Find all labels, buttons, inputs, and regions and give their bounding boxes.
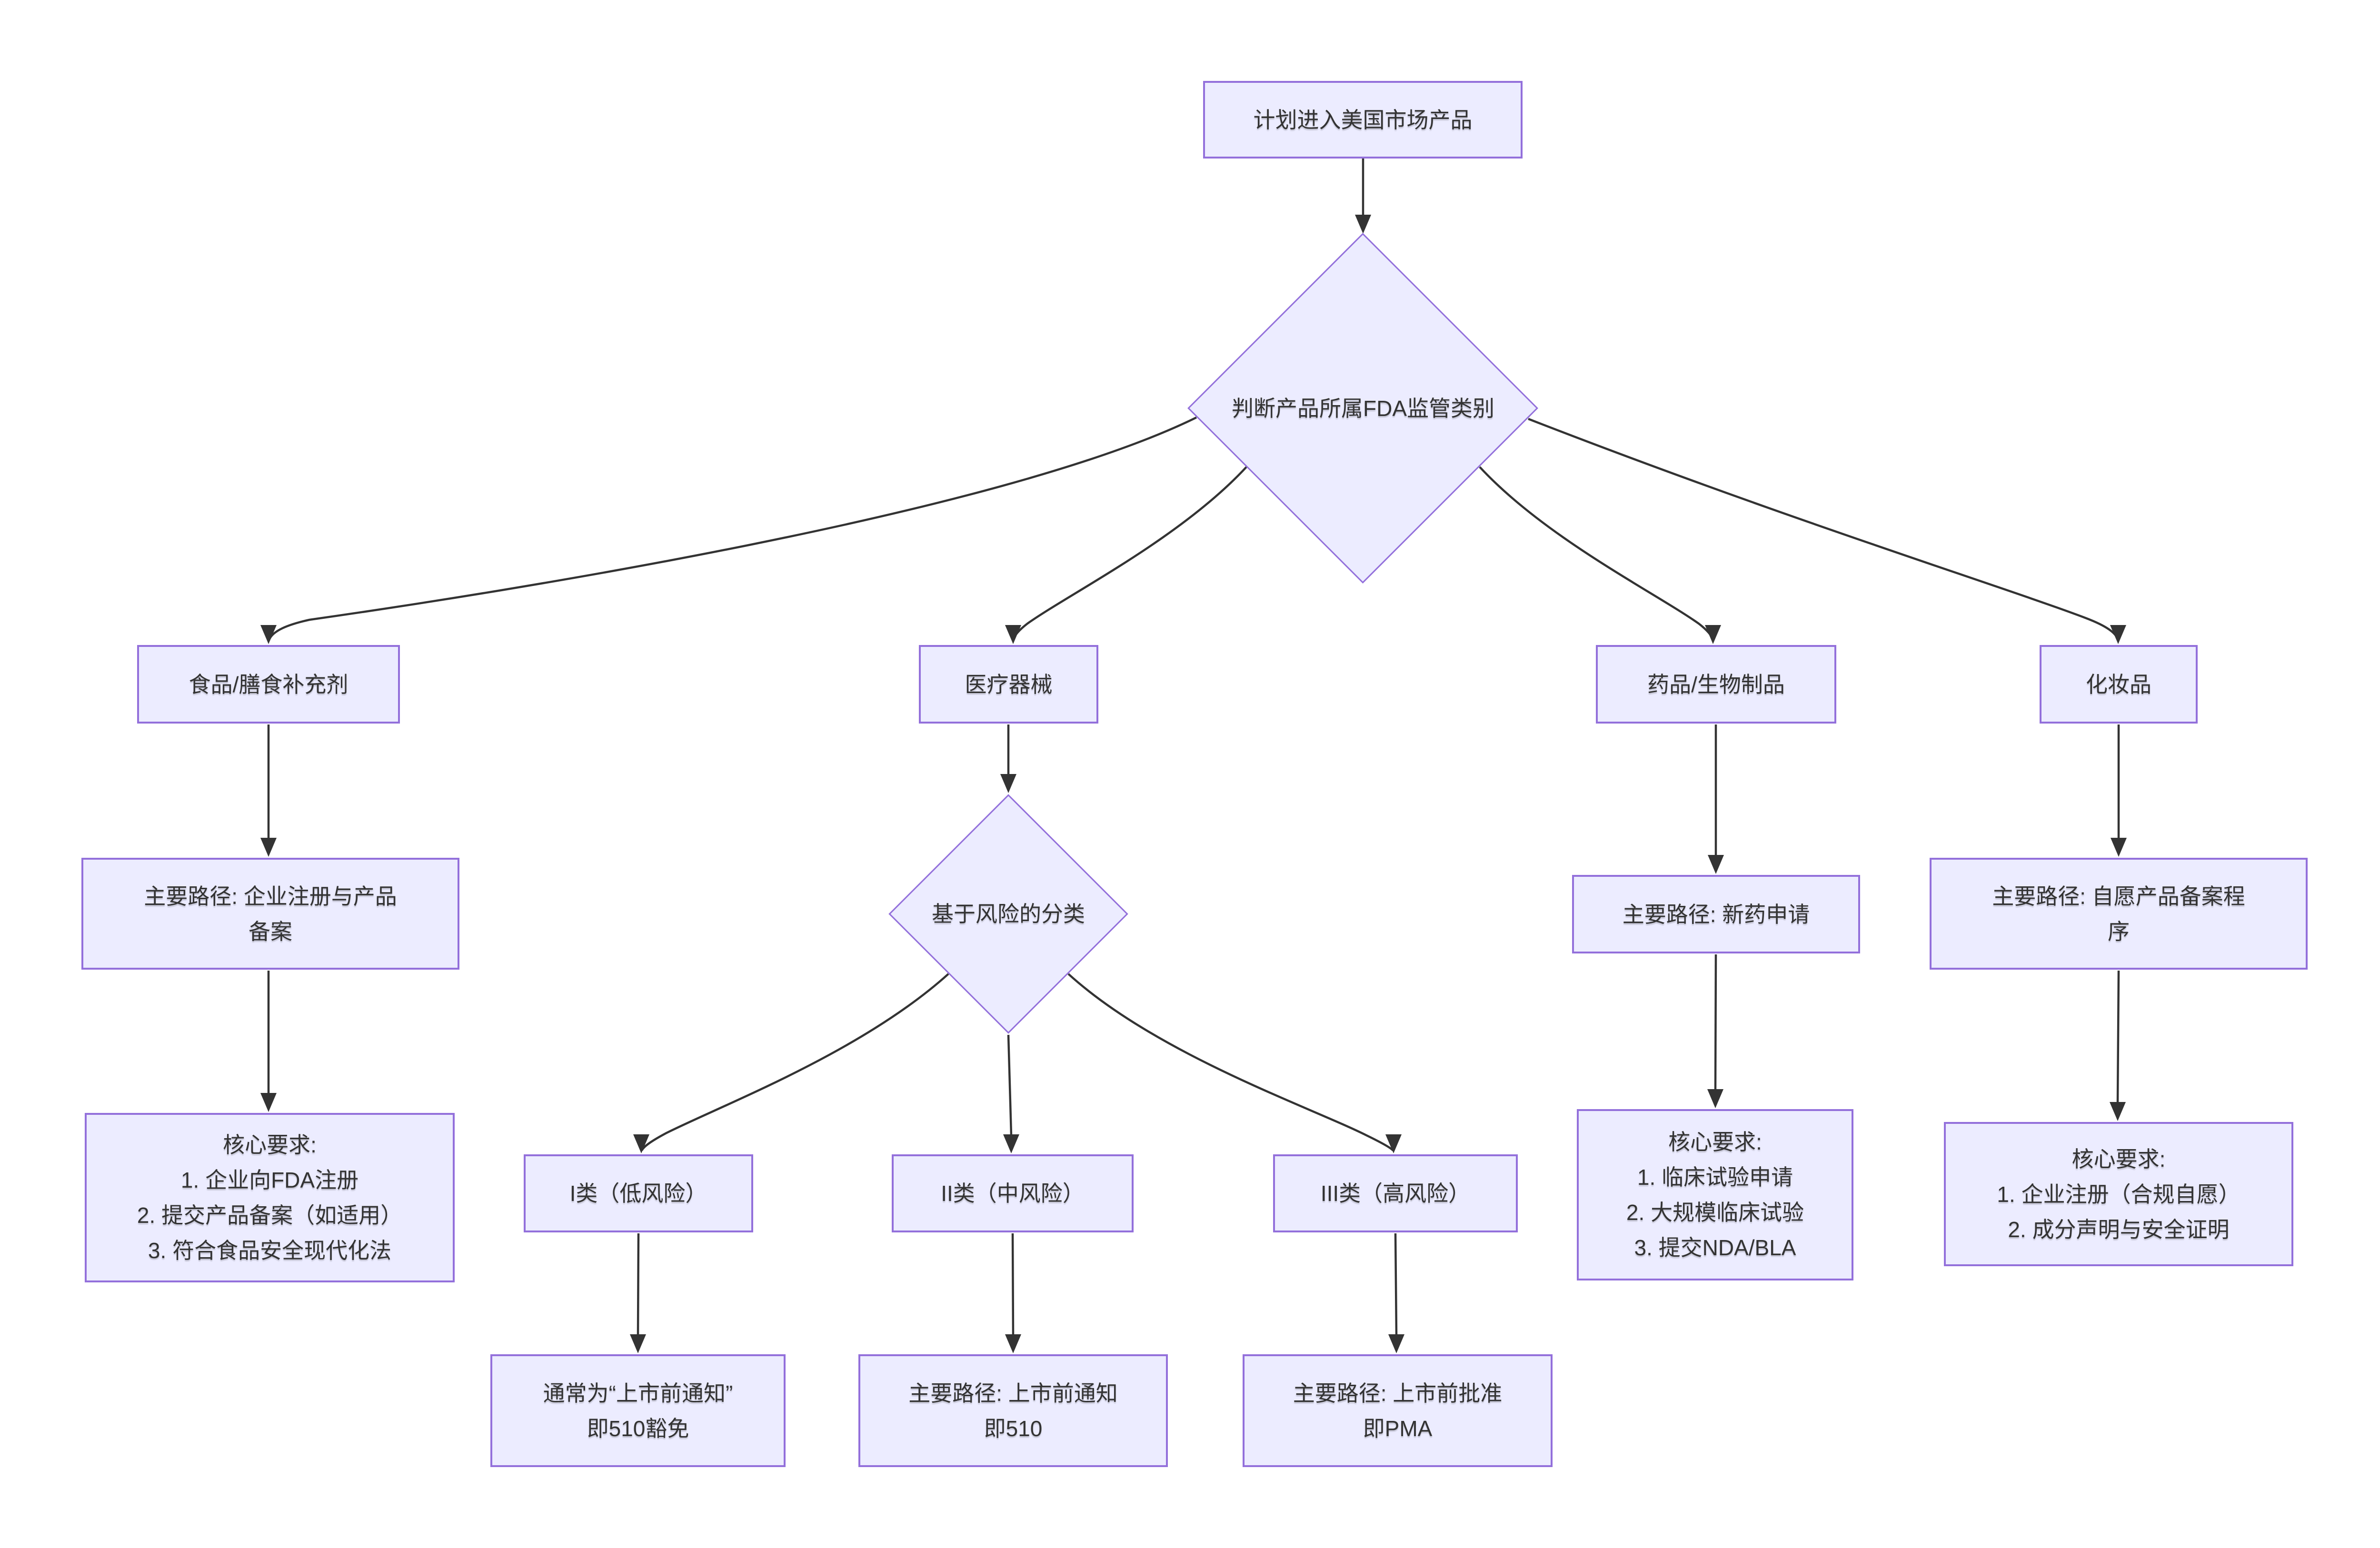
node-class3: III类（高风险） — [1273, 1154, 1518, 1232]
node-class1-label: I类（低风险） — [569, 1181, 707, 1206]
decision-category-label: 判断产品所属FDA监管类别 — [1232, 396, 1494, 421]
node-cosmetic-requirements: 核心要求: 1. 企业注册（合规自愿） 2. 成分声明与安全证明 — [1944, 1122, 2293, 1266]
arrowhead — [1003, 1134, 1019, 1153]
node-food-label: 食品/膳食补充剂 — [189, 672, 349, 697]
node-class2: II类（中风险） — [892, 1154, 1134, 1232]
node-drug-path-label: 主要路径: 新药申请 — [1622, 902, 1810, 927]
arrowhead — [1355, 215, 1371, 234]
arrowhead — [260, 625, 277, 644]
node-start-label: 计划进入美国市场产品 — [1253, 107, 1473, 132]
arrowhead — [260, 838, 277, 857]
arrowhead — [633, 1134, 649, 1153]
node-device-label: 医疗器械 — [965, 672, 1053, 697]
node-drug-requirements: 核心要求: 1. 临床试验申请 2. 大规模临床试验 3. 提交NDA/BLA — [1577, 1109, 1853, 1280]
arrowhead — [2110, 1102, 2126, 1121]
node-class1-result-label: 通常为“上市前通知” 即510豁免 — [543, 1380, 733, 1441]
arrowhead — [1388, 1334, 1404, 1353]
node-class1: I类（低风险） — [524, 1154, 753, 1232]
node-cosmetic-label: 化妆品 — [2086, 672, 2151, 697]
node-food-requirements-label: 核心要求: 1. 企业向FDA注册 2. 提交产品备案（如适用） 3. 符合食品… — [137, 1132, 403, 1263]
arrowhead — [1708, 855, 1724, 874]
node-class2-label: II类（中风险） — [941, 1181, 1085, 1206]
arrowhead — [1385, 1134, 1402, 1153]
arrowhead — [1005, 1334, 1021, 1353]
risk-decision-label: 基于风险的分类 — [932, 902, 1085, 926]
node-class3-result: 主要路径: 上市前批准 即PMA — [1243, 1354, 1553, 1467]
arrowhead — [630, 1334, 646, 1353]
edge-drugpath-req — [1714, 954, 1717, 1091]
arrowhead — [260, 1093, 277, 1112]
node-device: 医疗器械 — [919, 645, 1098, 724]
node-start: 计划进入美国市场产品 — [1203, 81, 1523, 159]
node-drug-requirements-label: 核心要求: 1. 临床试验申请 2. 大规模临床试验 3. 提交NDA/BLA — [1626, 1130, 1804, 1260]
node-cosmetic-path-label: 主要路径: 自愿产品备案程 序 — [1992, 883, 2245, 944]
node-class2-result-label: 主要路径: 上市前通知 即510 — [908, 1380, 1118, 1441]
edge-risk-class3 — [1067, 973, 1394, 1151]
edge-cosmeticpath-req — [2116, 970, 2120, 1102]
node-cosmetic: 化妆品 — [2040, 645, 2198, 724]
node-drug: 药品/生物制品 — [1596, 645, 1836, 724]
risk-decision-node: 基于风险的分类 — [913, 895, 1104, 933]
decision-category-node: 判断产品所属FDA监管类别 — [1196, 385, 1530, 432]
arrowhead — [1000, 774, 1016, 793]
edge-decision-device — [1012, 466, 1247, 641]
edge-decision-cosmetic — [1528, 417, 2120, 641]
node-cosmetic-requirements-label: 核心要求: 1. 企业注册（合规自愿） 2. 成分声明与安全证明 — [1997, 1146, 2241, 1242]
edge-risk-class2 — [1007, 1034, 1013, 1136]
edge-risk-class1 — [640, 973, 949, 1151]
arrowhead — [1005, 625, 1021, 644]
arrowhead — [2110, 625, 2126, 644]
edge-decision-drug — [1479, 466, 1714, 641]
arrowhead — [1707, 1089, 1723, 1108]
node-food: 食品/膳食补充剂 — [137, 645, 400, 724]
node-cosmetic-path: 主要路径: 自愿产品备案程 序 — [1930, 858, 2308, 970]
node-food-requirements: 核心要求: 1. 企业向FDA注册 2. 提交产品备案（如适用） 3. 符合食品… — [85, 1113, 455, 1282]
edge-decision-food — [268, 416, 1197, 641]
node-food-path-label: 主要路径: 企业注册与产品 备案 — [144, 883, 397, 944]
node-class3-label: III类（高风险） — [1320, 1181, 1471, 1206]
node-drug-path: 主要路径: 新药申请 — [1572, 875, 1860, 953]
arrowhead — [1705, 625, 1721, 644]
node-class3-result-label: 主要路径: 上市前批准 即PMA — [1293, 1380, 1503, 1441]
node-class2-result: 主要路径: 上市前通知 即510 — [858, 1354, 1168, 1467]
edge-class3-result — [1394, 1233, 1398, 1336]
arrowhead — [2111, 838, 2127, 857]
node-class1-result: 通常为“上市前通知” 即510豁免 — [490, 1354, 786, 1467]
node-food-path: 主要路径: 企业注册与产品 备案 — [81, 858, 459, 970]
node-drug-label: 药品/生物制品 — [1647, 672, 1785, 697]
